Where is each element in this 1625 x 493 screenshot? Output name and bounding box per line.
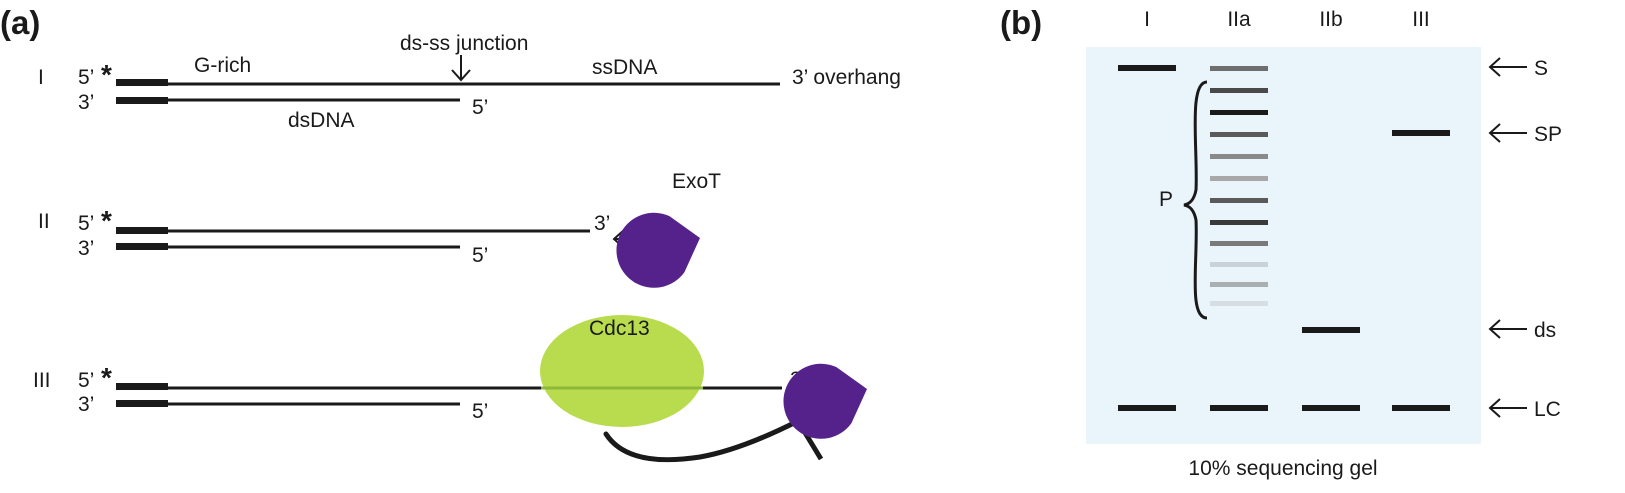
row-2-five-prime-top: 5’ bbox=[78, 212, 94, 235]
exot-enzyme-blocked-icon bbox=[783, 363, 867, 439]
marker-arrow-icon bbox=[1488, 398, 1527, 418]
lane-label-4: III bbox=[1412, 8, 1430, 31]
gel-band bbox=[1210, 110, 1268, 115]
row-1-five-prime-end: 5’ bbox=[472, 96, 488, 119]
gel-band bbox=[1210, 301, 1268, 306]
row-2-duplex-block-bottom bbox=[116, 243, 168, 250]
ds-ss-junction-label: ds-ss junction bbox=[400, 32, 528, 55]
gel-band bbox=[1210, 176, 1268, 181]
row-1-three-prime-bottom: 3’ bbox=[78, 91, 94, 114]
row-2-three-prime-end: 3’ bbox=[594, 212, 610, 235]
row-3-five-prime-end: 5’ bbox=[472, 400, 488, 423]
ssdna-label: ssDNA bbox=[592, 56, 657, 79]
lane-label-1: I bbox=[1144, 8, 1150, 31]
exot-label: ExoT bbox=[672, 170, 721, 193]
row-1-roman-numeral: I bbox=[38, 66, 44, 89]
row-3-duplex-block-top bbox=[116, 383, 168, 390]
construct-row-3: III 5’ * 3’ 5’ 3’ Cdc13 bbox=[33, 315, 867, 463]
marker-arrow-icon bbox=[1488, 123, 1527, 143]
lane-label-3: IIb bbox=[1319, 8, 1342, 31]
panel-b-label: (b) bbox=[1000, 4, 1042, 41]
gel-band bbox=[1210, 198, 1268, 203]
gel-band bbox=[1210, 132, 1268, 137]
row-1-label-star: * bbox=[101, 59, 112, 90]
row-2-duplex-block-top bbox=[116, 227, 168, 234]
exot-enzyme-icon bbox=[616, 212, 700, 288]
gel-band bbox=[1210, 405, 1268, 411]
gel-band bbox=[1210, 66, 1268, 71]
cdc13-protein-icon bbox=[540, 315, 704, 427]
overhang-label: 3’ overhang bbox=[792, 66, 901, 89]
row-3-duplex-block-bottom bbox=[116, 400, 168, 407]
row-2-five-prime-end: 5’ bbox=[472, 244, 488, 267]
sequencing-gel bbox=[1086, 47, 1481, 444]
gel-band bbox=[1302, 405, 1360, 411]
row-2-label-star: * bbox=[101, 205, 112, 236]
marker-arrow-icon bbox=[1488, 57, 1527, 77]
marker-label-s: S bbox=[1534, 57, 1548, 80]
construct-row-1: I 5’ * 3’ G-rich ds-ss junction ssDNA 3’… bbox=[38, 32, 901, 132]
row-3-three-prime-bottom: 3’ bbox=[78, 393, 94, 416]
row-1-five-prime-top: 5’ bbox=[78, 66, 94, 89]
g-rich-label: G-rich bbox=[194, 54, 251, 77]
row-1-duplex-block-bottom bbox=[116, 97, 168, 104]
marker-label-lc: LC bbox=[1534, 398, 1561, 421]
dsdna-label: dsDNA bbox=[288, 109, 355, 132]
construct-row-2: II 5’ * 3’ 3’ 5’ ExoT bbox=[38, 170, 721, 288]
row-1-duplex-block-top bbox=[116, 79, 168, 86]
row-2-roman-numeral: II bbox=[38, 210, 50, 233]
gel-band bbox=[1210, 154, 1268, 159]
row-3-roman-numeral: III bbox=[33, 369, 51, 392]
row-3-five-prime-top: 5’ bbox=[78, 369, 94, 392]
gel-band bbox=[1392, 130, 1450, 136]
gel-band bbox=[1210, 88, 1268, 93]
row-2-three-prime-bottom: 3’ bbox=[78, 237, 94, 260]
gel-band bbox=[1210, 262, 1268, 267]
panel-a-label: (a) bbox=[0, 4, 40, 41]
gel-band bbox=[1392, 405, 1450, 411]
bracket-label-p: P bbox=[1159, 188, 1173, 211]
marker-label-ds: ds bbox=[1534, 319, 1556, 342]
gel-band bbox=[1302, 327, 1360, 333]
gel-band bbox=[1210, 282, 1268, 287]
product-bracket-icon bbox=[1183, 80, 1208, 320]
row-3-label-star: * bbox=[101, 362, 112, 393]
cdc13-label: Cdc13 bbox=[589, 317, 650, 340]
inhibition-curve bbox=[603, 419, 799, 463]
gel-caption: 10% sequencing gel bbox=[1188, 457, 1377, 480]
gel-band bbox=[1118, 65, 1176, 71]
marker-arrow-icon bbox=[1488, 319, 1527, 339]
junction-arrow-icon bbox=[451, 55, 471, 82]
lane-label-2: IIa bbox=[1227, 8, 1251, 31]
gel-band bbox=[1210, 220, 1268, 225]
gel-band bbox=[1118, 405, 1176, 411]
product-ladder bbox=[1210, 66, 1268, 306]
gel-band bbox=[1210, 241, 1268, 246]
marker-label-sp: SP bbox=[1534, 123, 1562, 146]
